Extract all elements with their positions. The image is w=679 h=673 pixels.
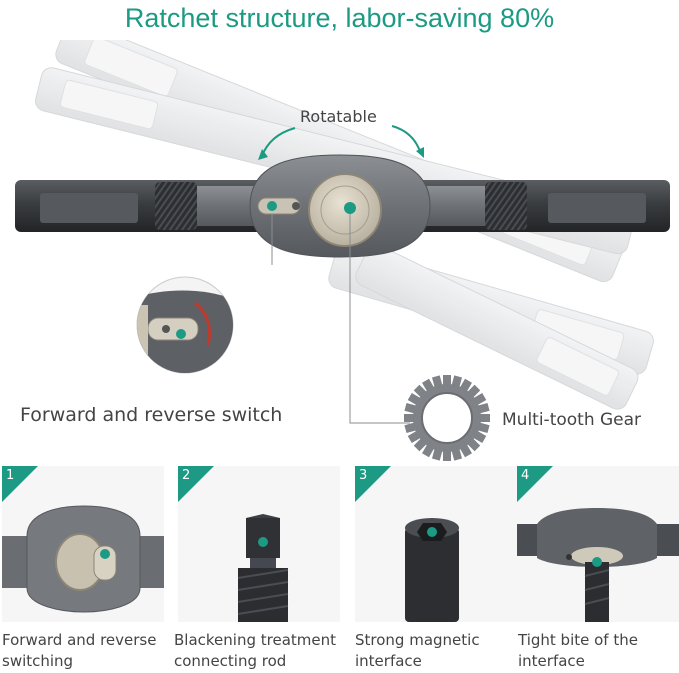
feature-panel-4: 4 <box>517 466 679 622</box>
ratchet-head-closeup <box>2 466 164 622</box>
feature-panel-3: 3 <box>355 466 517 622</box>
ghost-handle-lower <box>328 244 654 410</box>
badge-1 <box>2 466 38 502</box>
multi-tooth-gear-label: Multi-tooth Gear <box>502 410 642 430</box>
zoom-marker <box>176 329 186 339</box>
badge-number-2: 2 <box>182 468 191 483</box>
caption-2-line-1: Blackening treatment <box>174 631 336 649</box>
feature-caption-2: Blackening treatment connecting rod <box>174 630 344 672</box>
caption-3-line-2: interface <box>355 652 422 670</box>
gear-tooth <box>478 414 490 422</box>
gear-tooth <box>443 449 451 461</box>
feature-panel-1: 1 <box>2 466 164 622</box>
badge-number-4: 4 <box>521 468 530 483</box>
feature-caption-1: Forward and reverse switching <box>2 630 172 672</box>
forward-reverse-switch-label: Forward and reverse switch <box>20 404 283 426</box>
tap-wrench-illustration <box>15 40 670 461</box>
gear-pointer-line <box>349 214 410 424</box>
feature-caption-3: Strong magnetic interface <box>355 630 525 672</box>
page-title: Ratchet structure, labor-saving 80% <box>124 3 555 33</box>
badge-4 <box>517 466 553 502</box>
panel4-marker <box>592 557 602 567</box>
panel3-marker <box>427 527 437 537</box>
connecting-rod-closeup <box>178 466 340 622</box>
caption-1-line-1: Forward and reverse <box>2 631 157 649</box>
badge-3 <box>355 466 391 502</box>
badge-2 <box>178 466 214 502</box>
multi-tooth-gear <box>404 375 490 461</box>
caption-3-line-1: Strong magnetic <box>355 631 480 649</box>
badge-number-1: 1 <box>6 468 15 483</box>
caption-1-line-2: switching <box>2 652 74 670</box>
caption-4-line-1: Tight bite of the <box>518 631 638 649</box>
feature-caption-4: Tight bite of the interface <box>518 630 679 672</box>
gear-tooth <box>404 414 416 422</box>
caption-4-line-2: interface <box>518 652 585 670</box>
feature-panel-2: 2 <box>178 466 340 622</box>
switch-zoom-circle <box>136 276 234 374</box>
caption-2-line-2: connecting rod <box>174 652 287 670</box>
panel1-marker <box>100 549 110 559</box>
badge-number-3: 3 <box>359 468 368 483</box>
switch-marker <box>267 201 277 211</box>
rotatable-label: Rotatable <box>300 107 377 126</box>
panel2-marker <box>258 537 268 547</box>
gear-tooth <box>443 375 451 387</box>
tap-wrench-main <box>15 154 670 258</box>
gear-marker <box>344 202 356 214</box>
